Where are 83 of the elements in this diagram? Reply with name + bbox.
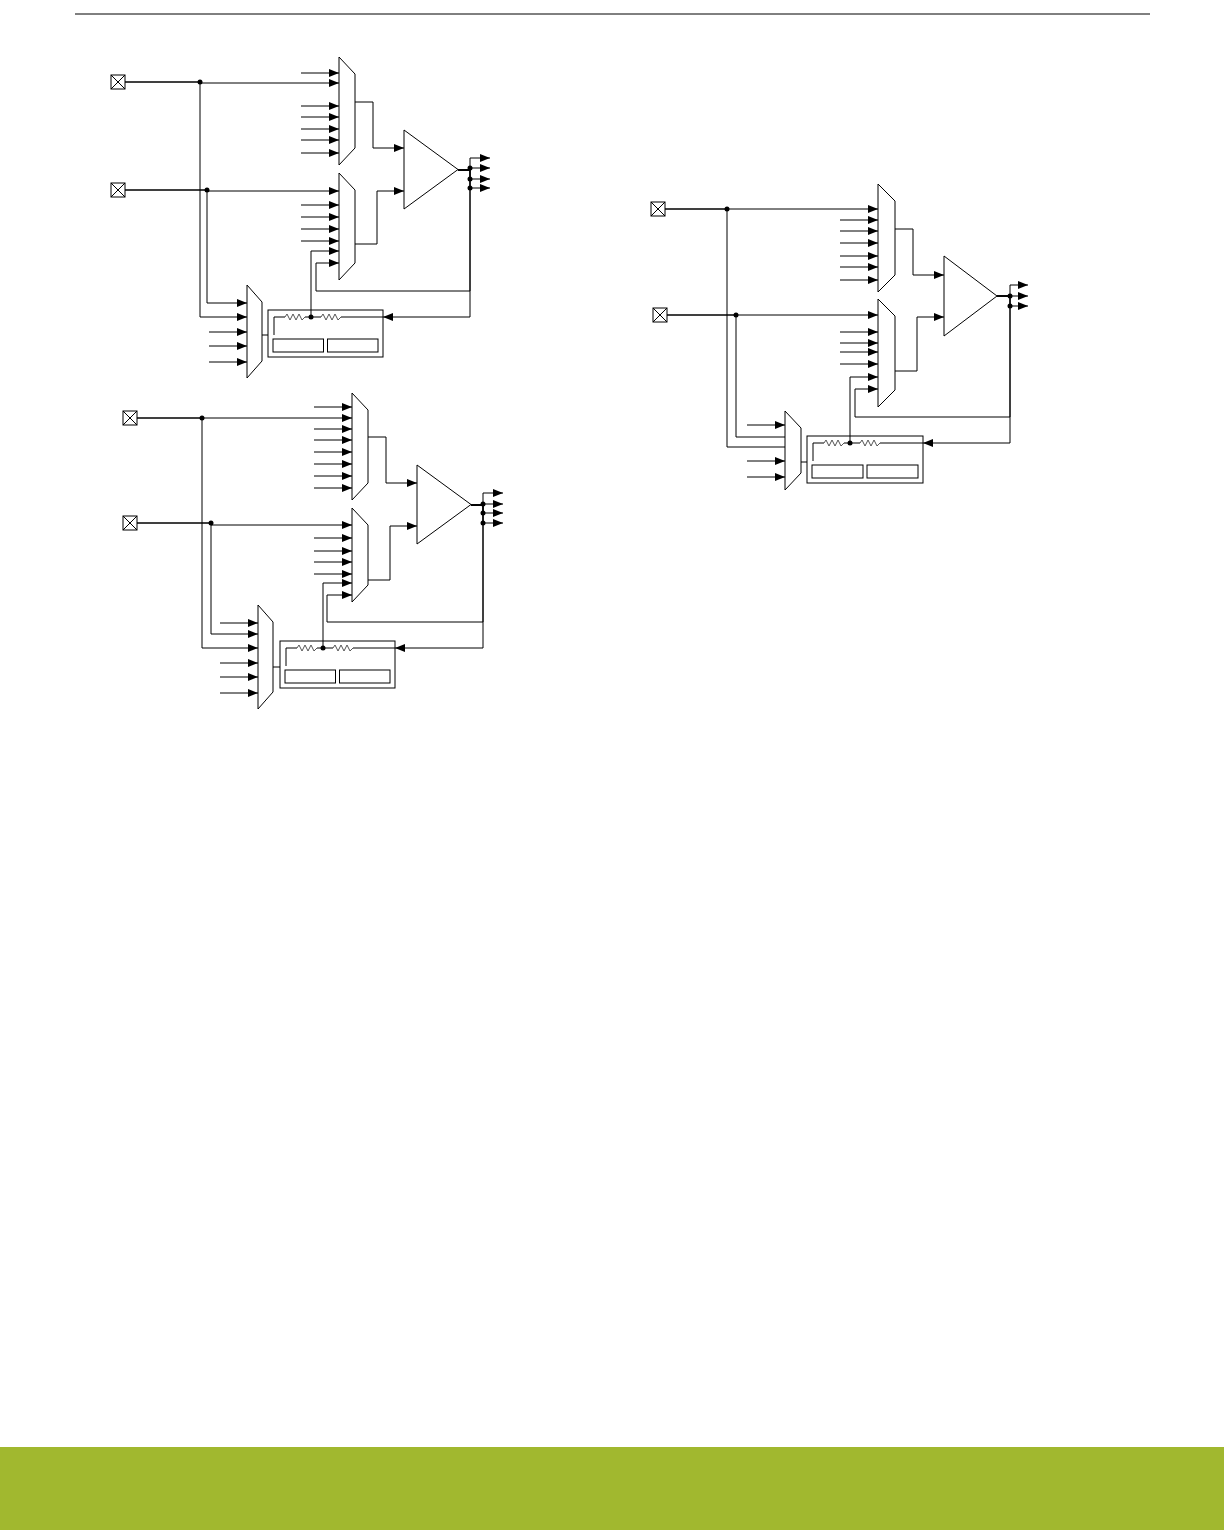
connector bbox=[839, 216, 879, 224]
connector bbox=[746, 457, 786, 465]
connector bbox=[800, 461, 808, 463]
connector bbox=[124, 189, 248, 307]
connector bbox=[208, 328, 248, 336]
multiplexer-symbol bbox=[877, 183, 896, 293]
connector bbox=[300, 201, 340, 209]
connector bbox=[313, 484, 353, 492]
connector bbox=[261, 334, 269, 336]
connector bbox=[746, 421, 786, 429]
multiplexer-symbol bbox=[257, 604, 274, 710]
connector bbox=[367, 436, 418, 487]
connector bbox=[839, 227, 879, 235]
connector bbox=[300, 237, 340, 245]
pin-symbol bbox=[122, 515, 138, 531]
multiplexer-symbol bbox=[246, 284, 263, 379]
connector bbox=[300, 149, 340, 157]
connector bbox=[219, 673, 259, 681]
connector bbox=[313, 558, 353, 566]
connector bbox=[322, 579, 353, 642]
connector bbox=[208, 358, 248, 366]
pin-symbol bbox=[652, 307, 668, 323]
connector bbox=[313, 534, 353, 542]
connector bbox=[839, 339, 879, 347]
connector bbox=[839, 348, 879, 356]
connector bbox=[839, 276, 879, 284]
connector bbox=[208, 342, 248, 350]
connector bbox=[300, 125, 340, 133]
connector bbox=[839, 239, 879, 247]
connector bbox=[313, 448, 353, 456]
connector bbox=[300, 69, 340, 77]
connector bbox=[313, 425, 353, 433]
connector bbox=[470, 504, 504, 527]
multiplexer-symbol bbox=[351, 392, 369, 501]
connector bbox=[300, 225, 340, 233]
connector bbox=[354, 101, 405, 152]
resistor-ladder-block bbox=[279, 640, 396, 689]
connector bbox=[313, 436, 353, 444]
pin-symbol bbox=[110, 182, 126, 198]
connector bbox=[136, 417, 259, 652]
connector bbox=[300, 136, 340, 144]
connector bbox=[300, 102, 340, 110]
connector bbox=[219, 689, 259, 697]
connector bbox=[457, 169, 491, 192]
connector bbox=[746, 473, 786, 481]
connector bbox=[219, 659, 259, 667]
pin-symbol bbox=[650, 201, 666, 217]
comparator-symbol bbox=[943, 255, 998, 337]
multiplexer-symbol bbox=[338, 172, 356, 281]
connector bbox=[313, 403, 353, 411]
connector bbox=[219, 619, 259, 627]
connector bbox=[849, 373, 879, 437]
connector bbox=[354, 187, 405, 245]
connector bbox=[996, 295, 1029, 310]
connector bbox=[313, 460, 353, 468]
connector bbox=[666, 314, 786, 438]
multiplexer-symbol bbox=[338, 56, 356, 166]
connector bbox=[313, 472, 353, 480]
comparator-symbol bbox=[416, 464, 472, 545]
connector bbox=[839, 263, 879, 271]
connector bbox=[300, 213, 340, 221]
pin-symbol bbox=[110, 74, 126, 90]
pin-symbol bbox=[122, 410, 138, 426]
connector bbox=[272, 666, 281, 668]
resistor-ladder-block bbox=[267, 309, 384, 358]
comparator-symbol bbox=[403, 129, 459, 210]
connector bbox=[124, 81, 248, 321]
connector bbox=[136, 522, 259, 638]
connector bbox=[839, 328, 879, 336]
connector bbox=[664, 208, 786, 448]
multiplexer-symbol bbox=[877, 298, 896, 408]
connector bbox=[310, 247, 340, 311]
connector bbox=[839, 360, 879, 368]
connector bbox=[300, 113, 340, 121]
connector bbox=[313, 570, 353, 578]
connector bbox=[367, 522, 418, 581]
connector bbox=[894, 228, 945, 279]
connector bbox=[894, 313, 945, 372]
multiplexer-symbol bbox=[784, 410, 802, 491]
connector bbox=[839, 252, 879, 260]
multiplexer-symbol bbox=[351, 507, 369, 603]
connector bbox=[313, 547, 353, 555]
resistor-ladder-block bbox=[806, 435, 924, 484]
